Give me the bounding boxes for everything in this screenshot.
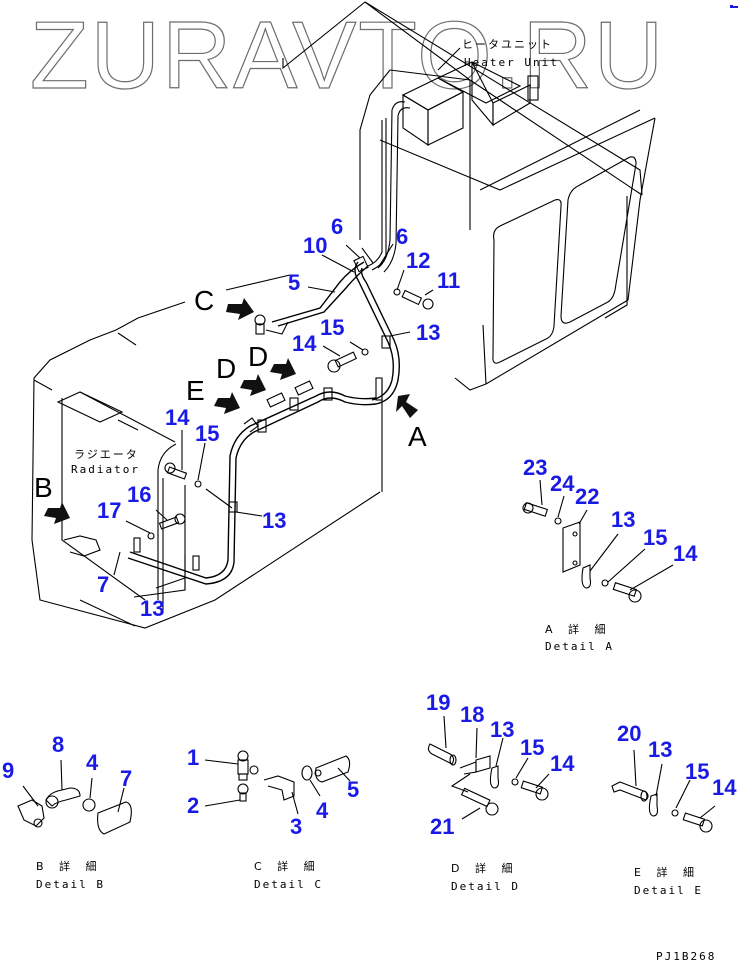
detail-d-caption-en: Detail D <box>451 880 520 893</box>
heater-unit-label-en: Heater Unit <box>464 56 559 69</box>
detail-b-callout-4: 4 <box>86 750 99 775</box>
callout-14b: 14 <box>165 405 190 430</box>
corner-mark <box>730 5 738 8</box>
detail-b-caption-en: Detail B <box>36 878 105 891</box>
detail-c-callout-4: 4 <box>316 798 329 823</box>
radiator-label-jp: ラジエータ <box>74 448 139 461</box>
detail-b-callout-9: 9 <box>2 758 14 783</box>
detail-e-callout-15: 15 <box>685 759 709 784</box>
detail-d-callout-13: 13 <box>490 717 514 742</box>
callout-12: 12 <box>406 248 430 273</box>
detail-e-callout-14: 14 <box>712 775 737 800</box>
callout-15a: 15 <box>320 315 344 340</box>
detail-c-callout-1: 1 <box>187 745 199 770</box>
detail-letter-d2: D <box>248 341 268 372</box>
detail-c: 1 2 3 4 5 C 詳 細 Detail C <box>187 745 359 891</box>
detail-a-callout-23: 23 <box>523 455 547 480</box>
main-fasteners <box>147 243 434 540</box>
watermark-text: ZURAVTO.RU <box>30 2 665 109</box>
detail-e: 20 13 15 14 E 詳 細 Detail E <box>611 721 737 897</box>
detail-d-callout-18: 18 <box>460 702 484 727</box>
callout-17: 17 <box>97 498 121 523</box>
view-arrows <box>44 298 418 524</box>
detail-a-callout-15: 15 <box>643 525 667 550</box>
callout-16: 16 <box>127 482 151 507</box>
detail-b-callout-7: 7 <box>120 766 132 791</box>
callout-7: 7 <box>97 572 109 597</box>
detail-c-callout-5: 5 <box>347 777 359 802</box>
heater-unit-label-jp: ヒータユニット <box>462 38 553 51</box>
detail-letter-e: E <box>186 375 205 406</box>
detail-letter-d1: D <box>216 353 236 384</box>
detail-c-callout-3: 3 <box>290 814 302 839</box>
callout-13a: 13 <box>416 320 440 345</box>
detail-d-callout-21: 21 <box>430 814 454 839</box>
detail-e-caption-en: Detail E <box>634 884 703 897</box>
detail-e-caption-jp: E 詳 細 <box>634 865 700 879</box>
callout-13b: 13 <box>262 508 286 533</box>
radiator-housing <box>31 301 383 629</box>
main-leader-lines <box>113 244 434 589</box>
arrow-a <box>396 394 418 418</box>
radiator-label-en: Radiator <box>71 463 140 476</box>
callout-6a: 6 <box>331 214 343 239</box>
cab-outline <box>282 1 656 391</box>
detail-c-caption-en: Detail C <box>254 878 323 891</box>
callout-6b: 6 <box>396 224 408 249</box>
heater-hoses <box>367 101 411 273</box>
arrow-d2 <box>240 374 266 396</box>
detail-letter-c: C <box>194 285 214 316</box>
arrow-c <box>226 298 254 320</box>
detail-d-caption-jp: D 詳 細 <box>451 861 518 875</box>
detail-e-callout-13: 13 <box>648 737 672 762</box>
callout-13c: 13 <box>140 596 164 621</box>
main-callouts: 6 6 10 12 11 5 15 13 14 14 15 16 17 13 7… <box>97 214 460 621</box>
detail-a-callout-13: 13 <box>611 507 635 532</box>
heater-pipe-route <box>63 255 401 585</box>
callout-15b: 15 <box>195 421 219 446</box>
detail-a: 23 24 22 13 15 14 A 詳 細 Detail A <box>522 455 698 653</box>
detail-a-callout-22: 22 <box>575 484 599 509</box>
callout-10: 10 <box>303 233 327 258</box>
detail-b-caption-jp: B 詳 細 <box>36 859 103 873</box>
arrow-e <box>214 392 240 414</box>
arrow-b <box>44 502 70 524</box>
callout-14a: 14 <box>292 331 317 356</box>
detail-c-caption-jp: C 詳 細 <box>254 859 321 873</box>
detail-a-caption-en: Detail A <box>545 640 614 653</box>
drawing-id: PJ1B268 <box>656 950 716 961</box>
detail-d: 19 18 13 15 14 21 D 詳 細 Detail D <box>426 690 575 893</box>
detail-d-callout-19: 19 <box>426 690 450 715</box>
detail-c-callout-2: 2 <box>187 793 199 818</box>
detail-a-callout-24: 24 <box>550 471 575 496</box>
detail-b: 9 8 4 7 B 詳 細 Detail B <box>2 732 132 891</box>
detail-e-callout-20: 20 <box>617 721 641 746</box>
detail-letter-a: A <box>408 421 427 452</box>
detail-letter-b: B <box>34 472 53 503</box>
detail-a-caption-jp: A 詳 細 <box>545 622 612 636</box>
detail-b-callout-8: 8 <box>52 732 64 757</box>
detail-a-callout-14: 14 <box>673 541 698 566</box>
callout-11: 11 <box>437 268 460 293</box>
detail-d-callout-14: 14 <box>550 751 575 776</box>
callout-5: 5 <box>288 270 300 295</box>
detail-d-callout-15: 15 <box>520 735 544 760</box>
arrow-d1 <box>270 358 296 380</box>
heater-unit <box>401 47 539 147</box>
